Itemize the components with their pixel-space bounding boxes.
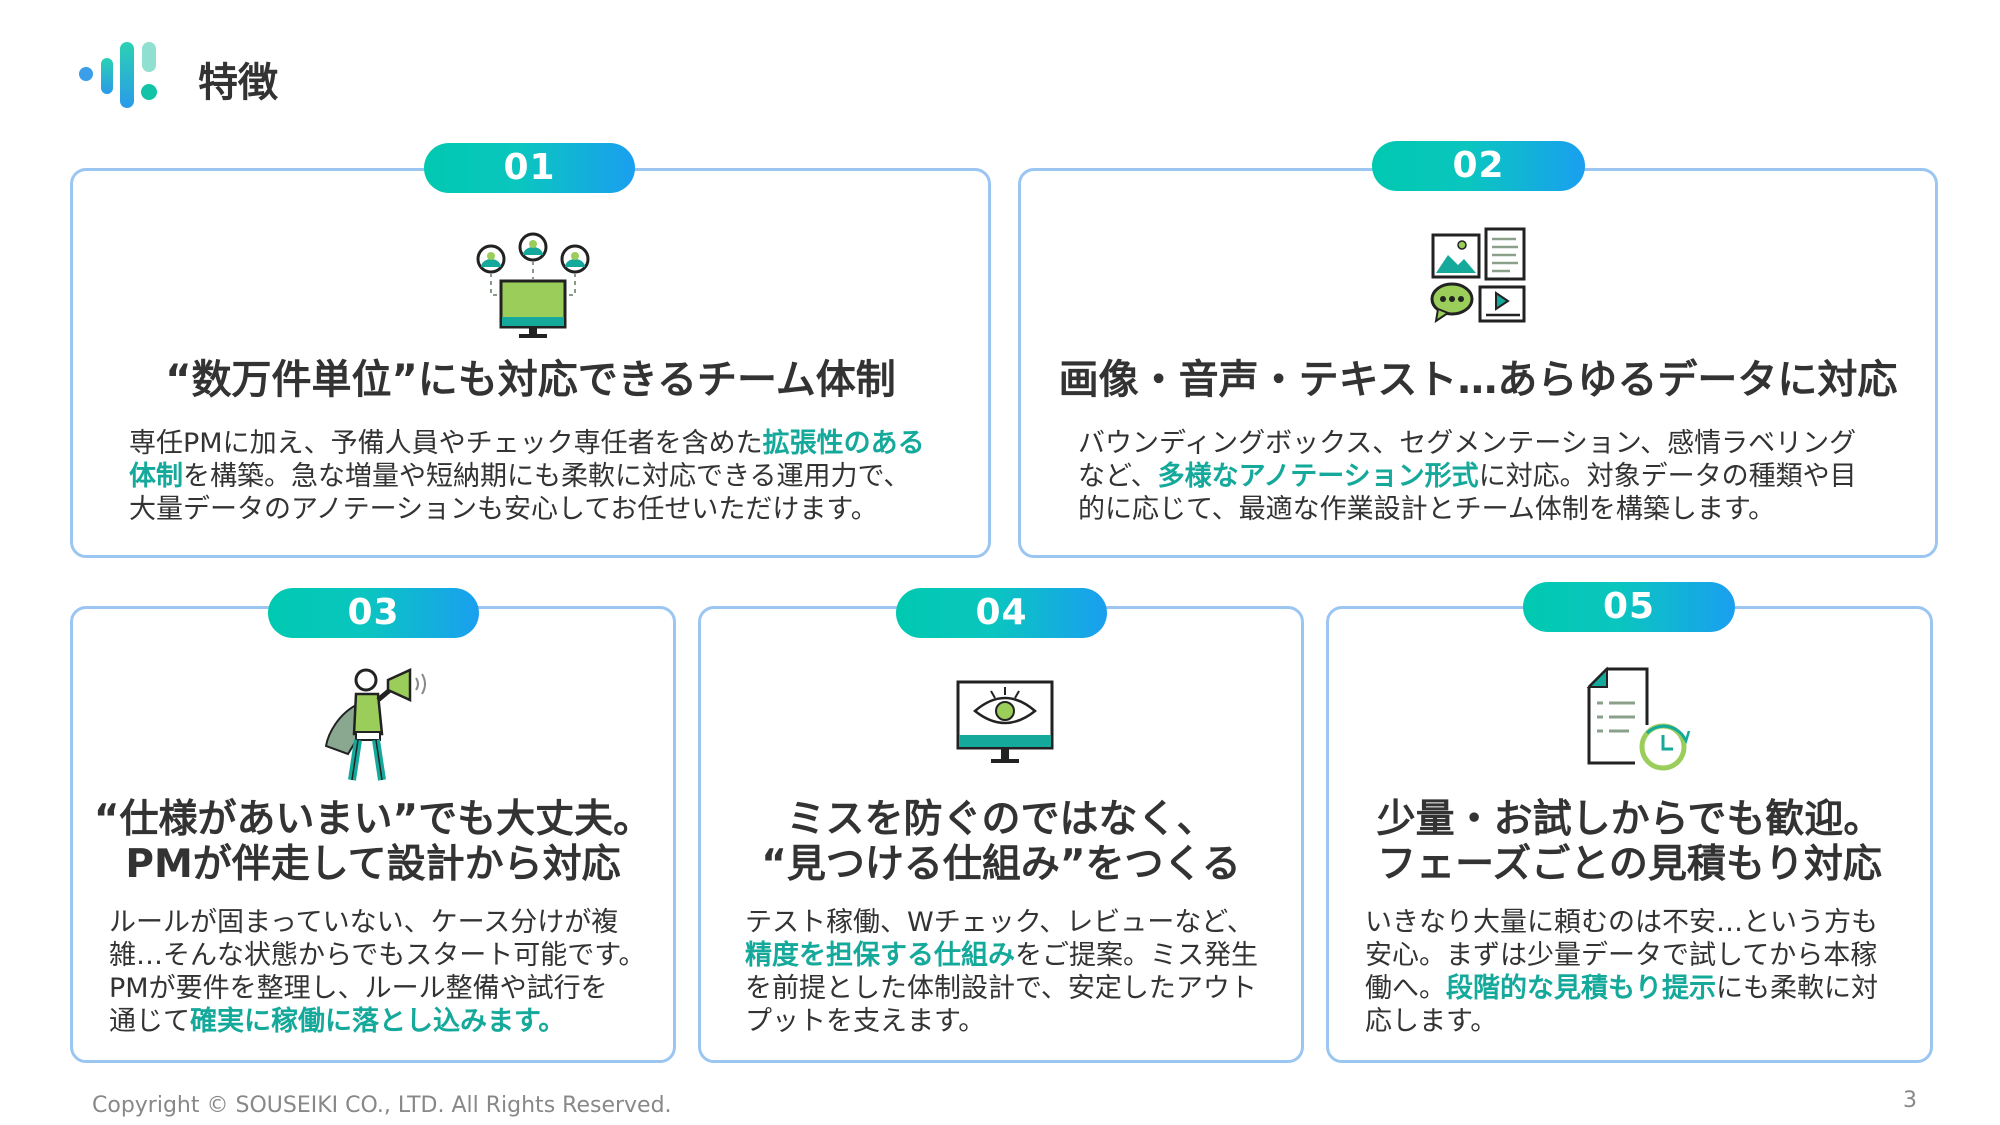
body-text: ルールが固まっていない、ケース分けが複 <box>109 907 619 938</box>
body-line: 専任PMに加え、予備人員やチェック専任者を含めた拡張性のある <box>129 427 925 460</box>
feature-body: 専任PMに加え、予備人員やチェック専任者を含めた拡張性のある体制を構築。急な増量… <box>129 427 925 526</box>
body-text: 通じて <box>109 1006 190 1037</box>
body-text: をご提案。ミス発生 <box>1015 940 1258 971</box>
feature-title-line: フェーズごとの見積もり対応 <box>1377 842 1882 887</box>
body-line: いきなり大量に頼むのは不安…という方も <box>1365 906 1878 939</box>
feature-title-line: 少量・お試しからでも歓迎。 <box>1376 797 1883 842</box>
body-text: 働へ。 <box>1365 973 1446 1004</box>
feature-card-02: 画像・音声・テキスト…あらゆるデータに対応 バウンディングボックス、セグメンテー… <box>1018 168 1938 558</box>
page-number: 3 <box>1903 1088 1917 1113</box>
feature-card-05: 少量・お試しからでも歓迎。 フェーズごとの見積もり対応 いきなり大量に頼むのは不… <box>1326 606 1933 1063</box>
feature-body: バウンディングボックス、セグメンテーション、感情ラベリングなど、多様なアノテーシ… <box>1078 427 1857 526</box>
highlight-text: 確実に稼働に落とし込みます。 <box>190 1006 566 1037</box>
feature-badge-05: 05 <box>1523 582 1735 632</box>
body-text: テスト稼働、Wチェック、レビューなど、 <box>745 907 1254 938</box>
body-line: プットを支えます。 <box>745 1005 1258 1038</box>
body-line: 大量データのアノテーションも安心してお任せいただけます。 <box>129 493 925 526</box>
feature-title-line: “見つける仕組み”をつくる <box>761 842 1241 887</box>
highlight-text: 体制 <box>129 461 183 492</box>
feature-title-line: 画像・音声・テキスト…あらゆるデータに対応 <box>1058 357 1898 403</box>
feature-title-line: “仕様があいまい”でも大丈夫。 <box>93 797 653 842</box>
body-text: にも柔軟に対 <box>1716 973 1878 1004</box>
feature-title-line: ミスを防ぐのではなく、 <box>786 797 1216 842</box>
body-text: 応します。 <box>1365 1006 1498 1037</box>
team-monitor-icon <box>476 232 590 338</box>
body-text: プットを支えます。 <box>745 1006 986 1037</box>
body-line: 精度を担保する仕組みをご提案。ミス発生 <box>745 939 1258 972</box>
feature-card-03: “仕様があいまい”でも大丈夫。 PMが伴走して設計から対応 ルールが固まっていな… <box>70 606 676 1063</box>
body-text: 的に応じて、最適な作業設計とチーム体制を構築します。 <box>1078 494 1776 525</box>
feature-badge-02: 02 <box>1372 141 1585 191</box>
body-text: 雑…そんな状態からでもスタート可能です。 <box>109 940 646 971</box>
body-text: 大量データのアノテーションも安心してお任せいただけます。 <box>129 494 878 525</box>
page-title: 特徴 <box>198 60 278 106</box>
body-line: テスト稼働、Wチェック、レビューなど、 <box>745 906 1258 939</box>
body-line: バウンディングボックス、セグメンテーション、感情ラベリング <box>1078 427 1857 460</box>
eye-monitor-icon <box>956 680 1054 763</box>
feature-title: “数万件単位”にも対応できるチーム体制 <box>73 357 988 403</box>
logo-icon <box>79 42 157 108</box>
body-text: など、 <box>1078 461 1158 492</box>
body-line: 体制を構築。急な増量や短納期にも柔軟に対応できる運用力で、 <box>129 460 925 493</box>
feature-title: “仕様があいまい”でも大丈夫。 PMが伴走して設計から対応 <box>73 797 673 887</box>
feature-card-04: ミスを防ぐのではなく、 “見つける仕組み”をつくる テスト稼働、Wチェック、レビ… <box>698 606 1304 1063</box>
body-line: を前提とした体制設計で、安定したアウト <box>745 972 1258 1005</box>
feature-card-01: “数万件単位”にも対応できるチーム体制 専任PMに加え、予備人員やチェック専任者… <box>70 168 991 558</box>
megaphone-hero-icon <box>324 668 426 781</box>
highlight-text: 精度を担保する仕組み <box>745 940 1015 971</box>
feature-badge-04: 04 <box>896 588 1107 638</box>
body-line: 応します。 <box>1365 1005 1878 1038</box>
body-text: を構築。急な増量や短納期にも柔軟に対応できる運用力で、 <box>183 461 911 492</box>
body-line: など、多様なアノテーション形式に対応。対象データの種類や目 <box>1078 460 1857 493</box>
body-line: ルールが固まっていない、ケース分けが複 <box>109 906 646 939</box>
body-line: PMが要件を整理し、ルール整備や試行を <box>109 972 646 1005</box>
body-line: 通じて確実に稼働に落とし込みます。 <box>109 1005 646 1038</box>
body-text: バウンディングボックス、セグメンテーション、感情ラベリング <box>1078 428 1857 459</box>
body-line: 働へ。段階的な見積もり提示にも柔軟に対 <box>1365 972 1878 1005</box>
body-text: 専任PMに加え、予備人員やチェック専任者を含めた <box>129 428 763 459</box>
feature-body: テスト稼働、Wチェック、レビューなど、精度を担保する仕組みをご提案。ミス発生を前… <box>745 906 1258 1038</box>
body-line: 雑…そんな状態からでもスタート可能です。 <box>109 939 646 972</box>
highlight-text: 多様なアノテーション形式 <box>1157 461 1479 492</box>
feature-badge-03: 03 <box>268 588 479 638</box>
feature-title: 少量・お試しからでも歓迎。 フェーズごとの見積もり対応 <box>1329 797 1930 887</box>
feature-title: ミスを防ぐのではなく、 “見つける仕組み”をつくる <box>701 797 1301 887</box>
highlight-text: 段階的な見積もり提示 <box>1446 973 1716 1004</box>
body-text: 安心。まずは少量データで試してから本稼 <box>1365 940 1878 971</box>
body-text: PMが要件を整理し、ルール整備や試行を <box>109 973 608 1004</box>
body-line: 的に応じて、最適な作業設計とチーム体制を構築します。 <box>1078 493 1857 526</box>
copyright-text: Copyright © SOUSEIKI CO., LTD. All Right… <box>92 1093 672 1118</box>
feature-body: ルールが固まっていない、ケース分けが複雑…そんな状態からでもスタート可能です。P… <box>109 906 646 1038</box>
document-clock-icon <box>1586 666 1691 771</box>
body-text: いきなり大量に頼むのは不安…という方も <box>1365 907 1878 938</box>
feature-body: いきなり大量に頼むのは不安…という方も安心。まずは少量データで試してから本稼働へ… <box>1365 906 1878 1038</box>
body-line: 安心。まずは少量データで試してから本稼 <box>1365 939 1878 972</box>
body-text: を前提とした体制設計で、安定したアウト <box>745 973 1257 1004</box>
feature-title-line: PMが伴走して設計から対応 <box>125 842 621 887</box>
highlight-text: 拡張性のある <box>762 428 925 459</box>
feature-badge-01: 01 <box>424 143 635 193</box>
body-text: に対応。対象データの種類や目 <box>1478 461 1857 492</box>
multimedia-data-icon <box>1430 227 1526 323</box>
feature-title-line: “数万件単位”にも対応できるチーム体制 <box>165 357 896 403</box>
feature-title: 画像・音声・テキスト…あらゆるデータに対応 <box>1021 357 1935 403</box>
